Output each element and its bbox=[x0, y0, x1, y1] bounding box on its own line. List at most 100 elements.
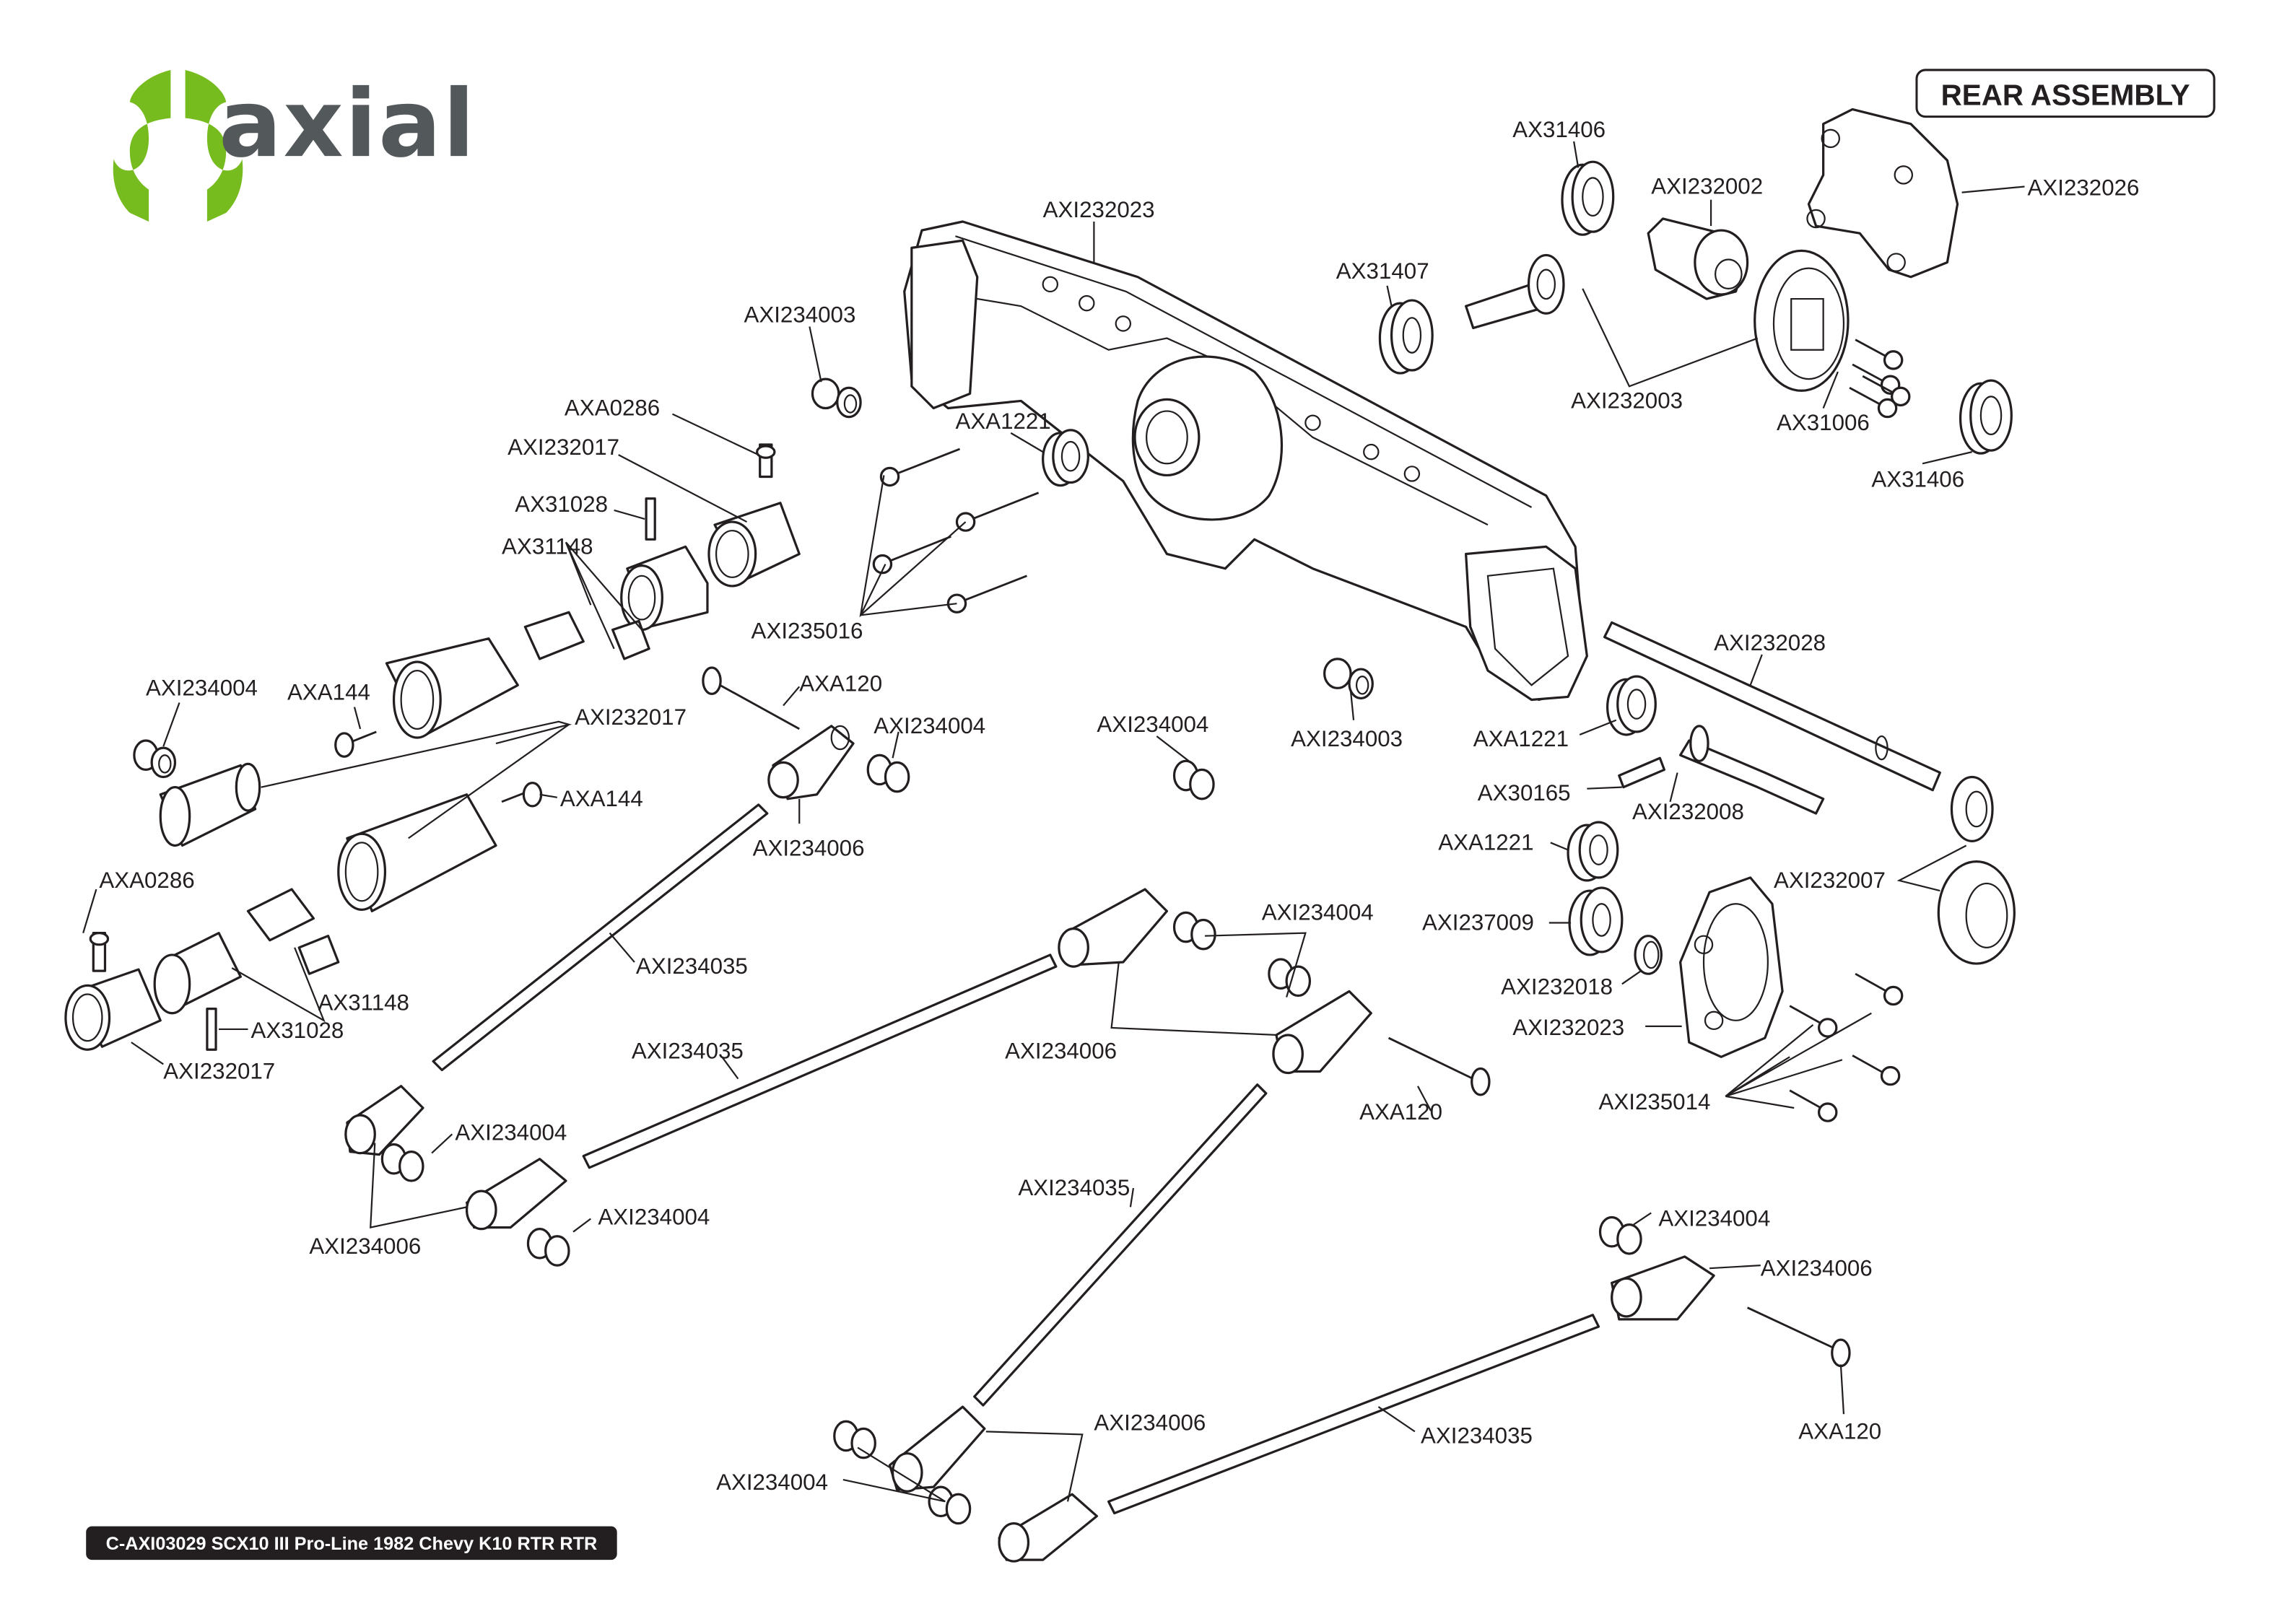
bearing-right-3[interactable] bbox=[1568, 886, 1624, 956]
link-rod-2[interactable] bbox=[582, 953, 1058, 1169]
ujoint-bottom[interactable] bbox=[153, 888, 340, 1015]
driveshaft-spline[interactable] bbox=[159, 762, 261, 847]
drive-pin[interactable] bbox=[1618, 756, 1666, 789]
pivot-ball-lower-2[interactable] bbox=[526, 1228, 570, 1267]
link-bolt-3[interactable] bbox=[1746, 1306, 1851, 1368]
label-link-bolt-2: AXA120 bbox=[1359, 1099, 1442, 1125]
label-bearing-pinion: AX31407 bbox=[1336, 258, 1429, 284]
link-bolt-1[interactable] bbox=[702, 666, 800, 730]
bearing-top-1[interactable] bbox=[1561, 160, 1615, 236]
section-title: REAR ASSEMBLY bbox=[1941, 78, 2190, 111]
link-rod-1[interactable] bbox=[432, 803, 769, 1072]
button-screw-left[interactable] bbox=[334, 730, 377, 758]
label-pivot-ball-lower-2: AXI234004 bbox=[598, 1205, 710, 1230]
pivot-ball-lower-1[interactable] bbox=[380, 1143, 424, 1182]
link-bolt-2[interactable] bbox=[1388, 1036, 1491, 1096]
pivot-ball-left-1[interactable] bbox=[133, 739, 177, 779]
label-bearing-right-3: AXI237009 bbox=[1422, 910, 1534, 935]
label-link-rod-4: AXI234035 bbox=[1421, 1423, 1533, 1449]
ujoint-top[interactable] bbox=[523, 545, 709, 660]
label-housing-screws: AXI235016 bbox=[752, 619, 863, 644]
pivot-ball-right-1[interactable] bbox=[1172, 911, 1312, 997]
pivot-ball-mid-2[interactable] bbox=[1172, 759, 1215, 800]
driveshaft-slip[interactable] bbox=[385, 637, 519, 739]
bearing-pinion[interactable] bbox=[1378, 299, 1434, 375]
pivot-ball-mid-1[interactable] bbox=[866, 754, 910, 793]
pivot-ball-far-right[interactable] bbox=[1598, 1215, 1642, 1255]
pivot-ball-bottom[interactable] bbox=[833, 1420, 972, 1525]
output-shaft[interactable] bbox=[1679, 725, 1825, 815]
yoke-bottom[interactable] bbox=[64, 968, 162, 1051]
label-ujoint-bottom: AX31148 bbox=[318, 990, 409, 1016]
yoke-top[interactable] bbox=[707, 502, 801, 588]
label-cover-screws: AXI235014 bbox=[1598, 1089, 1710, 1114]
axial-logo-icon bbox=[113, 69, 243, 222]
label-link-bolt-3: AXA120 bbox=[1798, 1418, 1881, 1444]
leader-lines bbox=[82, 141, 2025, 1503]
rod-end-lower-left[interactable] bbox=[344, 1085, 567, 1231]
bearing-mid[interactable] bbox=[1042, 429, 1089, 487]
set-screw-bottom[interactable] bbox=[89, 932, 110, 972]
label-yoke-bottom: AXI232017 bbox=[163, 1059, 275, 1084]
label-link-bolt-1: AXA120 bbox=[799, 671, 882, 696]
axle-housing[interactable] bbox=[903, 220, 1588, 702]
label-pivot-ball-left-1: AXI234004 bbox=[146, 675, 258, 700]
part-labels: AXI232023 AX31406 AXI232002 AXI232026 AX… bbox=[99, 117, 2139, 1495]
axial-logo: axial bbox=[113, 69, 476, 222]
transfer-gears[interactable] bbox=[1937, 775, 2016, 965]
bearing-right-1[interactable] bbox=[1606, 675, 1657, 736]
label-pin-bottom: AX31028 bbox=[251, 1018, 344, 1043]
label-diff-screws: AX31006 bbox=[1777, 410, 1870, 435]
gear-cover[interactable] bbox=[1679, 876, 1784, 1058]
label-link-rod-2: AXI234035 bbox=[632, 1038, 744, 1063]
label-bearing-top-2: AX31406 bbox=[1871, 467, 1964, 492]
housing-screws[interactable] bbox=[872, 448, 1040, 614]
rod-end-right-1[interactable] bbox=[1058, 888, 1169, 968]
label-pivot-ball-far-right: AXI234004 bbox=[1658, 1206, 1770, 1231]
label-driveshaft-outer: AXI232017 bbox=[575, 704, 687, 730]
driveshaft-outer[interactable] bbox=[337, 793, 497, 912]
label-bearing-right-2: AXA1221 bbox=[1438, 830, 1533, 855]
bearing-top-2[interactable] bbox=[1959, 379, 2013, 455]
cover-screws[interactable] bbox=[1789, 972, 1904, 1122]
rod-end-right-2[interactable] bbox=[1272, 990, 1372, 1075]
rod-end-mid-1[interactable] bbox=[767, 725, 855, 800]
rod-end-far-right[interactable] bbox=[1611, 1255, 1715, 1321]
set-screw-top[interactable] bbox=[756, 443, 776, 479]
link-mount-top[interactable] bbox=[811, 377, 862, 419]
axial-wordmark: axial bbox=[219, 70, 476, 178]
label-axle-housing: AXI232023 bbox=[1043, 197, 1155, 222]
pinion-gear[interactable] bbox=[1465, 253, 1565, 330]
label-ring-pinion-gear: AXI232003 bbox=[1571, 388, 1683, 414]
label-yoke-top: AXI232017 bbox=[507, 435, 619, 460]
label-set-screw-bottom: AXA0286 bbox=[99, 868, 194, 893]
label-pivot-ball-lower-1: AXI234004 bbox=[455, 1119, 567, 1145]
label-diff-locker: AXI232002 bbox=[1651, 174, 1763, 199]
diff-cover[interactable] bbox=[1806, 108, 1959, 279]
label-pin-top: AX31028 bbox=[515, 492, 608, 517]
label-diff-cover: AXI232026 bbox=[2028, 175, 2140, 201]
label-rod-end-mid-1: AXI234006 bbox=[753, 836, 865, 861]
label-link-rod-1: AXI234035 bbox=[636, 953, 748, 979]
axle-shaft[interactable] bbox=[1603, 621, 1941, 792]
ring-gear[interactable] bbox=[1754, 249, 1850, 392]
label-set-screw-top: AXA0286 bbox=[565, 396, 660, 421]
shim[interactable] bbox=[1634, 935, 1663, 975]
link-rod-4[interactable] bbox=[1107, 1314, 1600, 1515]
label-button-screw-left-2: AXA144 bbox=[560, 786, 643, 811]
label-rod-end-lower-left: AXI234006 bbox=[309, 1234, 421, 1259]
diff-screws[interactable] bbox=[1849, 339, 1911, 419]
pin-top[interactable] bbox=[645, 497, 656, 541]
link-rod-3[interactable] bbox=[973, 1083, 1268, 1407]
label-drive-pin: AX30165 bbox=[1478, 780, 1571, 806]
footer-text: C-AXI03029 SCX10 III Pro-Line 1982 Chevy… bbox=[106, 1534, 598, 1554]
rod-end-bottom[interactable] bbox=[888, 1405, 1099, 1563]
diff-locker[interactable] bbox=[1647, 217, 1749, 300]
pin-bottom[interactable] bbox=[206, 1008, 217, 1051]
link-mount-mid[interactable] bbox=[1323, 658, 1374, 700]
label-pivot-ball-right-1: AXI234004 bbox=[1262, 899, 1374, 925]
label-ujoint-top: AX31148 bbox=[502, 534, 593, 559]
bearing-right-2[interactable] bbox=[1567, 821, 1619, 882]
button-screw-left-2[interactable] bbox=[501, 781, 543, 808]
